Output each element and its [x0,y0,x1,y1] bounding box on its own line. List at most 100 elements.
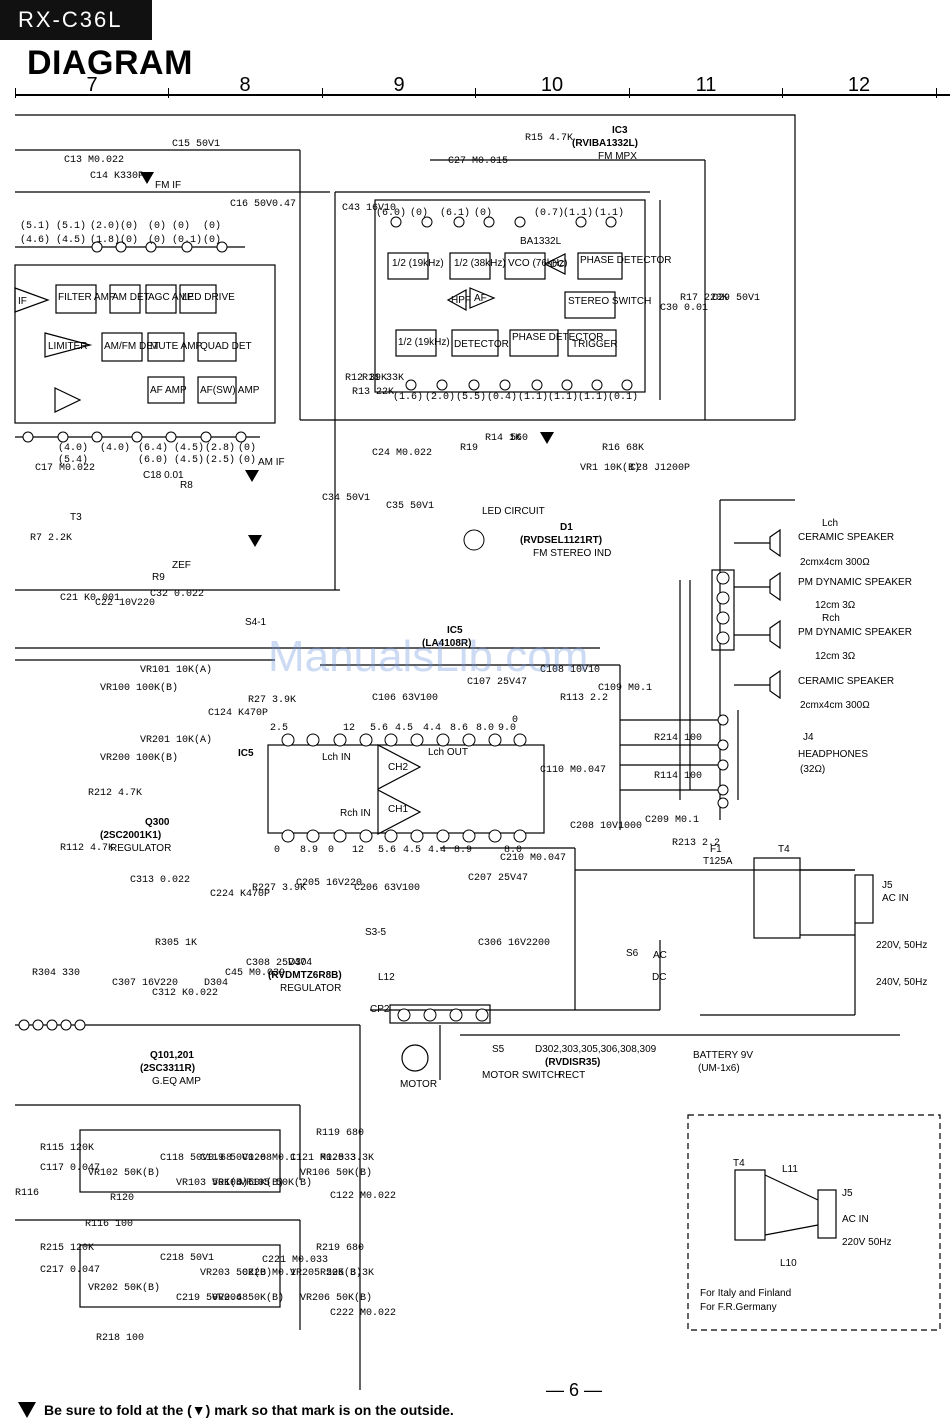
ic3-chip: BA1332L [520,236,562,247]
q300-ref: Q300 [145,817,170,828]
component-label: R212 4.7K [88,788,142,799]
speaker-type: PM DYNAMIC SPEAKER [798,577,912,588]
component-label: C207 25V47 [468,873,528,884]
ruler-num: 10 [540,74,564,96]
pin-voltage: (0.1) [172,234,202,246]
pin-voltage: (4.0) [58,442,88,454]
pin-voltage: 8.9 [454,845,472,856]
component-label: C17 M0.022 [35,463,95,474]
speaker-type: CERAMIC SPEAKER [798,532,894,543]
component-label: R14 1K [485,433,521,444]
s3-label: S3-5 [365,927,387,938]
pin-voltage: 4.4 [423,723,441,734]
pin-voltage: 12 [343,723,355,734]
component-label: C27 M0.015 [448,156,508,167]
component-label: C221 M0.033 [262,1255,328,1266]
component-label: C15 50V1 [172,139,220,150]
ic4-block: FILTER AMP [58,292,116,303]
ic3-block: 1/2 (38kHz) [454,258,506,269]
j5-name: AC IN [882,893,909,904]
speaker-spec: 12cm 3Ω [815,600,856,611]
component-label: C45 M0.039 [225,968,285,979]
pin-voltage: (5.1) [20,220,50,232]
pin-voltage: (0) [148,220,166,232]
ic3-block: DC [550,259,564,270]
component-label: C222 M0.022 [330,1308,396,1319]
q101-ref: Q101,201 [150,1050,194,1061]
ic4-block: LIMITER [48,341,87,352]
inset-note: For Italy and Finland [700,1288,791,1299]
component-label: C210 M0.047 [500,853,566,864]
ic5-label: IC5 [238,748,254,759]
pin-voltage: (1.1) [578,391,608,403]
pin-voltage: (0) [238,454,256,466]
component-label: D304 [204,978,228,989]
inset-l10: L10 [780,1258,797,1269]
ic3-block: PHASE DETECTOR [512,332,604,343]
pin-voltage: (4.0) [100,442,130,454]
component-label: VR104 50K(B) [212,1177,284,1189]
rect-ref: D302,303,305,306,308,309 [535,1044,657,1055]
component-label: C22 10V220 [95,598,155,609]
component-label: R304 330 [32,968,80,979]
pin-voltage: (0) [120,220,138,232]
j5-240: 240V, 50Hz [876,977,927,988]
component-label: C120 M0.1 [242,1153,296,1164]
speaker-spec: 2cmx4cm 300Ω [800,700,870,711]
battery-spec: (UM-1x6) [698,1063,740,1074]
component-label: R113 2.2 [560,693,608,704]
pin-voltage: (6.0) [138,454,168,466]
component-label: VR1 10K(B) [580,462,640,474]
component-label: 560 [510,433,528,444]
d1-func: FM STEREO IND [533,548,611,559]
ic3-block: HPF [451,295,471,306]
pin-voltage: (1.6) [393,391,423,403]
component-label: C108 10V10 [540,665,600,676]
ic3-block: DETECTOR [454,339,509,350]
cp2-label: CP2 [370,1004,390,1015]
component-label: C224 K470P [210,889,270,900]
component-label: C107 25V47 [467,677,527,688]
component-label: VR200 100K(B) [100,752,178,764]
ic5-ch2: CH2 [388,762,408,773]
j4-ref: J4 [803,732,814,743]
pin-voltage: 0 [328,845,334,856]
component-label: R225 3.3K [320,1268,374,1279]
ic5-ref: IC5 [447,625,463,636]
component-label: C43 16V10 [342,203,396,214]
ic4-block: MUTE AMP [150,341,203,352]
ic4-block: AM/FM DET [104,341,159,352]
pin-voltage: (2.0) [90,220,120,232]
component-label: C306 16V2200 [478,938,550,949]
component-label: C21 K0.001 [60,593,120,604]
ruler-num: 8 [239,74,251,96]
pin-voltage: 9.0 [498,723,516,734]
motor-label: MOTOR [400,1079,437,1090]
component-label: C24 M0.022 [372,448,432,459]
ic3-part: (RVIBA1332L) [572,138,638,149]
pin-voltage: (0) [474,207,492,219]
component-label: VR103 50K(B) [176,1177,248,1189]
component-label: R116 [15,1188,39,1199]
pin-voltage: 5.6 [378,845,396,856]
t3-label: T3 [70,512,82,523]
ic4-block: AF AMP [150,385,187,396]
ruler-num: 9 [393,74,405,96]
component-label: R114 100 [654,771,702,782]
pin-voltage: (0) [203,220,221,232]
ac-label: AC [653,950,667,961]
pin-voltage: (2.8) [205,442,235,454]
component-label: R214 100 [654,733,702,744]
q101-func: G.EQ AMP [152,1076,201,1087]
component-label: C206 63V100 [354,883,420,894]
component-label: R7 2.2K [30,533,72,544]
pin-voltage: (1.1) [594,207,624,219]
pin-voltage: (0) [203,234,221,246]
fm-if-label: FM IF [155,180,181,191]
ruler-num: 7 [86,74,98,96]
pin-voltage: (1.1) [563,207,593,219]
q300-part: (2SC2001K1) [100,830,161,841]
f1-spec: T125A [703,856,733,867]
zef-label: ZEF [172,560,191,571]
